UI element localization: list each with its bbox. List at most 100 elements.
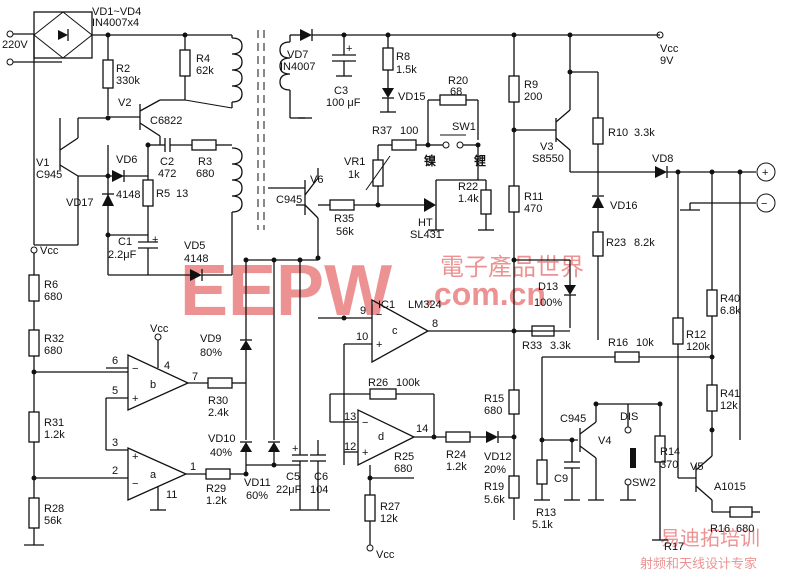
V5-transistor: V5 A1015 [677,430,746,512]
label-V6t: C945 [276,194,302,206]
label-R16v: 10k [636,337,654,349]
label-R16b: R16 [710,523,730,535]
watermark-site: .com.cn [425,276,546,312]
vcc-left-terminal [30,246,38,254]
label-V1: V1 [36,157,49,169]
label-R19: R19 [484,481,504,493]
watermark-cn3: 射频和天线设计专家 [640,556,757,572]
label-VD11: VD11 [244,477,271,489]
R31-resistor [28,411,40,443]
V3-transistor: V3 S8550 [514,35,571,172]
R13-resistor [536,459,548,485]
label-minus: − [761,198,767,210]
opamp-c: IC1 LM324 9 10 8 c − + [318,298,570,465]
R2-resistor [102,59,114,89]
R26-resistor [369,388,397,400]
label-R20: R20 [448,75,468,87]
label-V2: V2 [118,97,131,109]
R40-resistor [706,289,718,317]
VD7-diode [300,29,312,41]
label-opb: b [150,379,156,391]
R27-resistor [364,494,376,522]
label-R37v: 100 [400,125,418,137]
R4-resistor [179,49,191,77]
label-VD5v: 4148 [184,253,208,265]
opa-plus: + [132,451,138,463]
junction-dots [31,32,743,481]
label-VD10v: 40% [210,447,232,459]
label-R19v: 5.6k [484,494,505,506]
label-pin10: 10 [356,331,368,343]
R8-resistor [382,47,394,71]
label-VD12: VD12 [484,451,512,463]
label-R25v: 680 [394,463,412,475]
label-C6v: 104 [310,484,328,496]
transformer [184,30,312,230]
label-R30v: 2.4k [208,407,229,419]
label-R31: R31 [44,417,64,429]
label-R15: R15 [484,393,504,405]
opc-minus: − [376,309,382,321]
label-C2: C2 [160,156,174,168]
VD6-diode [112,170,124,182]
label-V4: V4 [598,435,611,447]
label-R10v: 3.3k [634,127,655,139]
label-R11: R11 [524,191,543,203]
R41-resistor [706,384,718,412]
label-VD11v: 60% [246,490,268,502]
label-R2: R2 [116,63,130,75]
opb-plus: + [132,393,138,405]
label-vcc-bot: Vcc [376,549,395,561]
label-pin1: 1 [190,461,196,473]
label-opc: c [392,325,398,337]
label-R10: R10 [608,127,628,139]
label-C1v: 2.2μF [108,249,137,261]
watermark-brand: EEPW [180,251,392,331]
label-R12: R12 [686,329,706,341]
V4-transistor: C945 V4 [560,403,628,501]
output-plus-terminal [756,162,776,182]
V6-transistor: V6 C945 [268,168,323,258]
label-HTt: SL431 [410,229,442,241]
label-C5: C5 [286,471,300,483]
D13-led [564,285,576,295]
label-HT: HT [418,217,433,229]
label-R3: R3 [198,156,212,168]
R10-resistor [592,117,604,145]
label-D13: D13 [538,281,558,293]
label-VD6v: 4148 [116,189,140,201]
SW2-switch [630,448,636,468]
DIS-terminal [624,426,632,434]
VD15-led [382,88,394,98]
label-R33: R33 [522,340,542,352]
label-V1t: C945 [36,169,62,181]
label-C1: C1 [118,236,132,248]
label-R8v: 1.5k [396,64,417,76]
label-V4t: C945 [560,413,586,425]
label-nicd: 镍 [424,153,436,168]
R5-resistor [142,179,154,207]
label-R28v: 56k [44,515,62,527]
VD5-diode [190,269,202,281]
label-R3v: 680 [196,168,214,180]
VD12-led [486,431,498,443]
R32-resistor [28,329,40,357]
label-R8: R8 [396,51,410,63]
watermark-cn2: 易迪拓培训 [660,526,760,550]
label-C2v: 472 [158,168,176,180]
label-R31v: 1.2k [44,429,65,441]
label-R22v: 1.4k [458,193,479,205]
label-VD5: VD5 [184,240,205,252]
label-R40: R40 [720,293,740,305]
label-pin13: 13 [344,411,356,423]
VD11-led [268,442,280,452]
label-R24v: 1.2k [446,461,467,473]
SW1-contact-a [442,141,450,149]
label-R12v: 120k [686,341,710,353]
label-R29: R29 [206,483,226,495]
label-VD12v: 20% [484,464,506,476]
label-R5v: 13 [176,188,188,200]
label-R9v: 200 [524,91,542,103]
label-R33v: 3.3k [550,340,571,352]
label-VD8: VD8 [652,153,673,165]
